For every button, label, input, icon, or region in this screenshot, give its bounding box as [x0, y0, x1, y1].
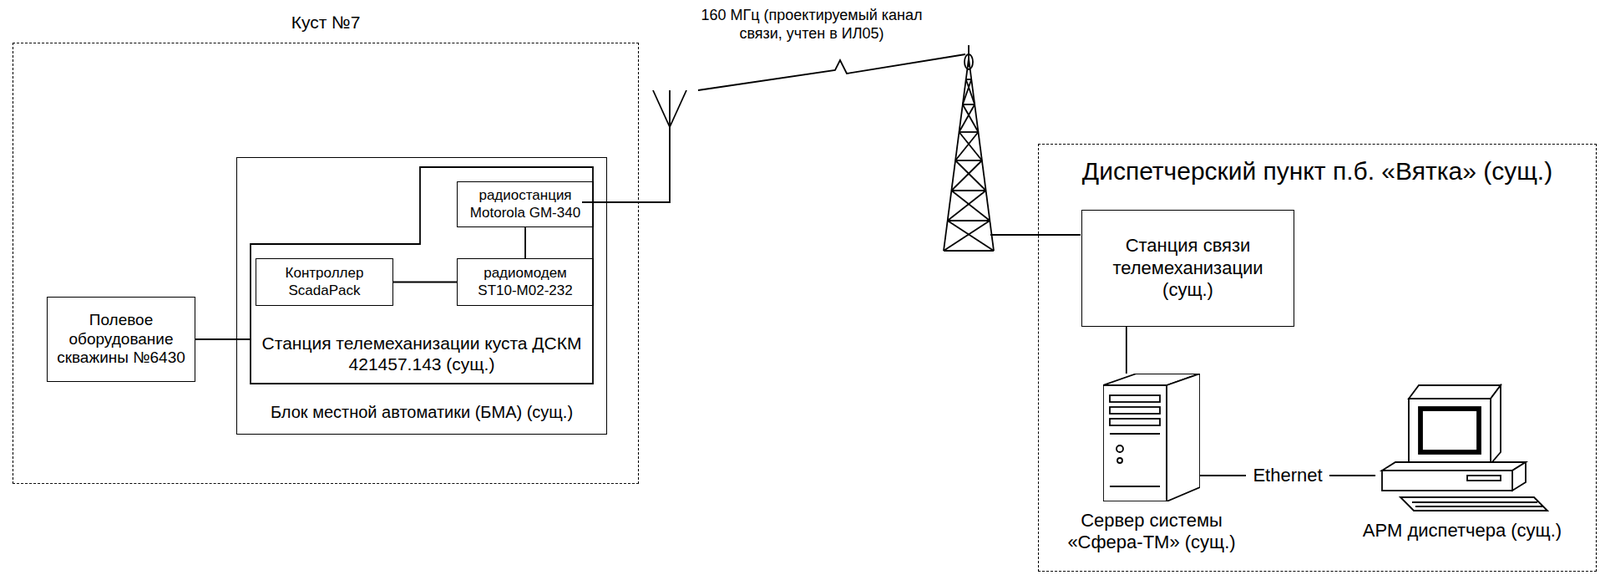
node-label: Сервер системы «Сфера-ТМ» (сущ.) [1047, 509, 1256, 554]
radio-link [698, 54, 966, 91]
node-label: Станция телемеханизации куста ДСКМ 42145… [258, 332, 586, 375]
connector [195, 338, 250, 340]
label-holder: Станция телемеханизации куста ДСКМ 42145… [249, 332, 594, 375]
arm-icon-part [1382, 384, 1548, 511]
node-label: Блок местной автоматики (БМА) (сущ.) [245, 401, 598, 422]
node-label: Куст №7 [13, 11, 638, 33]
arm-icon-part [1490, 384, 1501, 464]
connector [1125, 326, 1128, 374]
radio-modem-box: радиомодем ST10-M02-232 [456, 258, 594, 306]
controller-box: Контроллер ScadaPack [255, 258, 394, 306]
tower-brace [947, 190, 987, 221]
arm-icon-part [1415, 505, 1543, 507]
arm-icon-part [1418, 406, 1481, 454]
wire-group [582, 45, 1081, 251]
tower-brace [959, 131, 979, 133]
tower-brace [962, 104, 979, 132]
server-icon-part [1109, 432, 1160, 435]
server-icon [1103, 373, 1200, 502]
server-icon-part [1117, 457, 1123, 463]
arm-icon-part [1382, 461, 1526, 471]
dispatch-boundary: Диспетчерский пункт п.б. «Вятка» (сущ.) С… [1037, 143, 1597, 572]
label-holder: Блок местной автоматики (БМА) (сущ.) [237, 401, 607, 422]
node-label: радиомодем ST10-M02-232 [457, 264, 593, 299]
connector [393, 281, 457, 284]
arm-icon-part [1400, 496, 1548, 511]
connector [524, 227, 527, 259]
tower-brace [955, 131, 978, 161]
arm-icon-part [1422, 410, 1478, 451]
node-label: Полевое оборудование скважины №6430 [47, 310, 195, 368]
edge-label: Ethernet [1245, 464, 1329, 487]
server-icon-part [1109, 394, 1160, 402]
tower-brace [962, 103, 975, 106]
arm-icon [1375, 383, 1550, 512]
server-icon-part [1166, 373, 1200, 502]
tower-brace [959, 104, 976, 132]
automation-block: Блок местной автоматики (БМА) (сущ.) Стан… [236, 156, 608, 435]
tower-brace [943, 249, 994, 252]
server-node: Сервер системы «Сфера-ТМ» (сущ.) [1047, 373, 1256, 566]
server-icon-part [1109, 418, 1160, 426]
server-icon-part [1109, 406, 1160, 414]
arm-icon-part [1408, 398, 1491, 464]
arm-icon-part [1467, 475, 1501, 481]
outline-shape [250, 167, 593, 384]
node-label: Станция связи телемеханизации (сущ.) [1082, 234, 1294, 301]
arm-icon-part [1408, 384, 1501, 399]
comm-station-box: Станция связи телемеханизации (сущ.) [1081, 209, 1295, 327]
arm-icon-part [1382, 470, 1513, 491]
workstation-node: АРМ диспетчера (сущ.) [1353, 383, 1571, 559]
label-holder: Куст №7 [13, 11, 638, 33]
tower-brace [959, 131, 983, 161]
node-label: Контроллер ScadaPack [256, 264, 393, 299]
tower-bracing [943, 79, 994, 251]
tower-brace [955, 160, 987, 191]
tower-feeder [990, 233, 1081, 236]
tower-leg [968, 58, 994, 251]
label-holder: Диспетчерский пункт п.б. «Вятка» (сущ.) [1038, 156, 1596, 187]
tower-brace [951, 160, 983, 191]
server-icon-part [1109, 485, 1160, 487]
arm-icon-part [1412, 501, 1538, 503]
field-equipment-box: Полевое оборудование скважины №6430 [46, 296, 196, 382]
channel-note: 160 МГц (проектируемый канал связи, учте… [678, 6, 946, 43]
tower-brace [962, 79, 972, 105]
server-icon-part [1116, 445, 1124, 452]
site-boundary: Куст №7Полевое оборудование скважины №64… [12, 42, 639, 484]
antenna-feeder [582, 90, 670, 203]
tower-brace [943, 220, 990, 251]
radio-station-box: радиостанция Motorola GM-340 [456, 181, 594, 228]
antenna-arm [669, 90, 687, 127]
node-label: АРМ диспетчера (сущ.) [1362, 519, 1562, 542]
node-label: Диспетчерский пункт п.б. «Вятка» (сущ.) [1038, 156, 1596, 187]
server-icon-part [1103, 373, 1200, 502]
arm-icon-part [1512, 461, 1526, 491]
server-icon-part [1103, 384, 1167, 502]
tower-brace [955, 159, 983, 162]
tower-brace [947, 220, 994, 251]
tower-brace [951, 190, 990, 221]
tower-brace [947, 219, 991, 222]
telemetry-station: Станция телемеханизации куста ДСКМ 42145… [249, 166, 594, 385]
antenna-arm [653, 90, 670, 127]
tower-leg [943, 58, 969, 251]
node-label: радиостанция Motorola GM-340 [457, 187, 593, 222]
tower-brace [951, 189, 986, 192]
